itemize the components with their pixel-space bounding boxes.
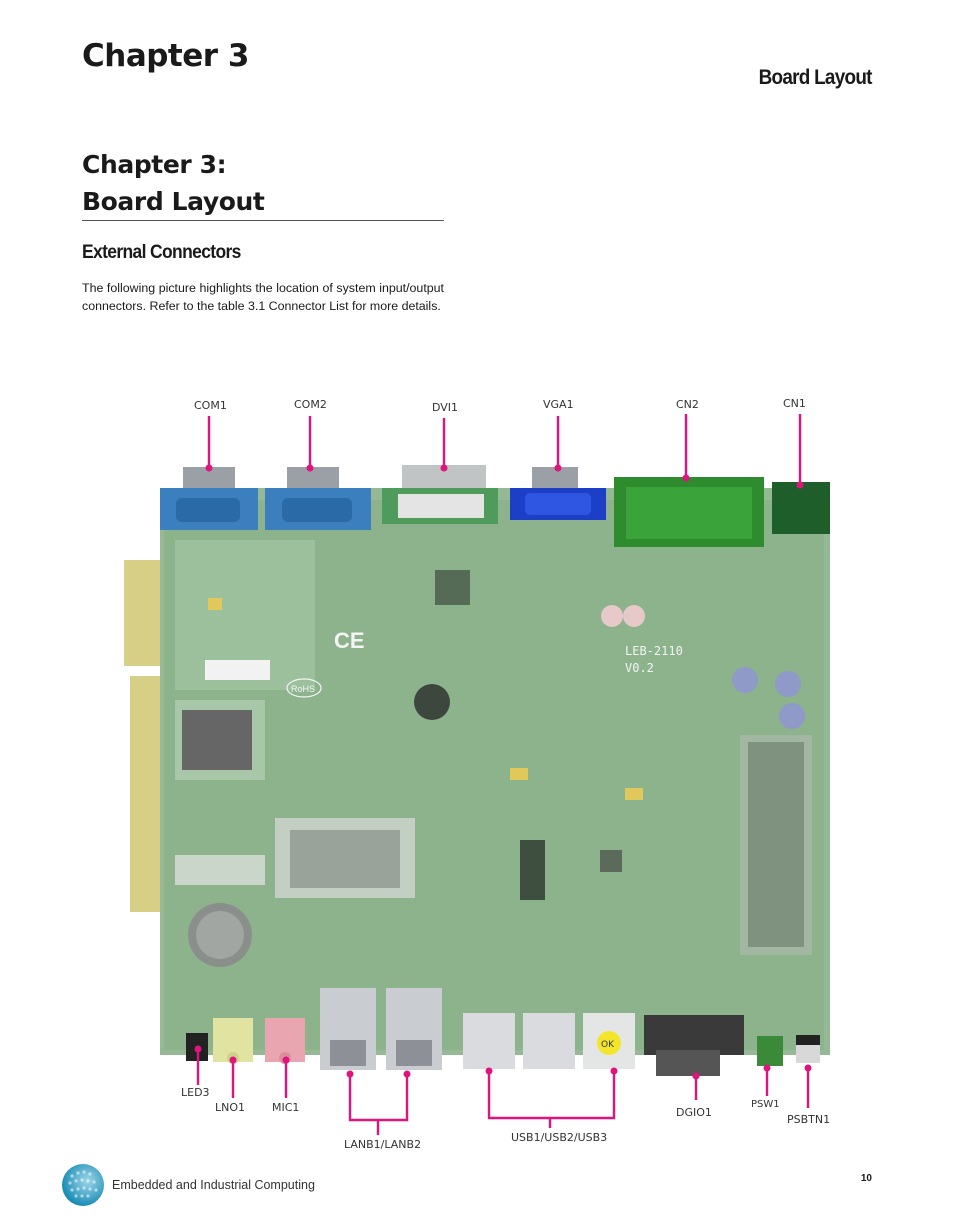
connector-psbtn1 xyxy=(796,1035,820,1063)
callout-dots xyxy=(194,464,812,1080)
rohs-mark: RoHS xyxy=(291,684,315,694)
company-logo-icon xyxy=(62,1164,104,1206)
section-title-line1: Chapter 3: xyxy=(82,150,227,179)
label-com2: COM2 xyxy=(294,398,327,411)
page-number: 10 xyxy=(860,1173,872,1184)
intro-paragraph: The following picture highlights the loc… xyxy=(82,281,444,313)
label-led3: LED3 xyxy=(181,1086,210,1099)
chapter-heading: Chapter 3 xyxy=(82,38,249,74)
label-lanb1-lanb2: LANB1/LANB2 xyxy=(344,1138,422,1151)
connector-com2 xyxy=(265,467,371,530)
connector-dgio1 xyxy=(644,1015,744,1076)
rohs-logo xyxy=(286,678,322,698)
footer-company: Embedded and Industrial Computing xyxy=(112,1178,315,1192)
ce-mark: CE xyxy=(334,628,365,653)
connector-usb1 xyxy=(463,1013,515,1069)
running-header-title: Board Layout xyxy=(758,66,873,89)
label-dgio1: DGIO1 xyxy=(676,1106,712,1119)
connector-usb3: OK xyxy=(583,1013,635,1069)
subsection-title: External Connectors xyxy=(82,242,241,263)
section-divider xyxy=(82,220,444,221)
callout-lines xyxy=(196,414,810,1135)
connector-cn2 xyxy=(614,477,764,547)
label-usb1-usb2-usb3: USB1/USB2/USB3 xyxy=(511,1131,608,1144)
connector-usb2 xyxy=(523,1013,575,1069)
board-name-silkscreen: LEB-2110 xyxy=(625,644,683,658)
label-lno1: LNO1 xyxy=(215,1101,246,1114)
label-mic1: MIC1 xyxy=(272,1101,300,1114)
label-psbtn1: PSBTN1 xyxy=(787,1113,831,1126)
connector-lanb1 xyxy=(320,988,376,1070)
connector-dvi1 xyxy=(382,465,498,524)
connector-psw1 xyxy=(757,1036,783,1066)
connector-cn1 xyxy=(772,482,830,534)
connector-vga1 xyxy=(510,467,606,520)
ok-sticker-text: OK xyxy=(601,1040,615,1050)
label-dvi1: DVI1 xyxy=(432,401,459,414)
pcb-board xyxy=(124,488,830,1055)
label-psw1: PSW1 xyxy=(751,1099,780,1110)
label-vga1: VGA1 xyxy=(543,398,574,411)
label-cn1: CN1 xyxy=(783,397,806,410)
section-title: Chapter 3: Board Layout xyxy=(82,146,265,220)
board-version-silkscreen: V0.2 xyxy=(625,661,654,675)
section-title-line2: Board Layout xyxy=(82,187,265,216)
label-cn2: CN2 xyxy=(676,398,699,411)
connector-lanb2 xyxy=(386,988,442,1070)
connector-com1 xyxy=(160,467,258,530)
label-com1: COM1 xyxy=(194,399,227,412)
